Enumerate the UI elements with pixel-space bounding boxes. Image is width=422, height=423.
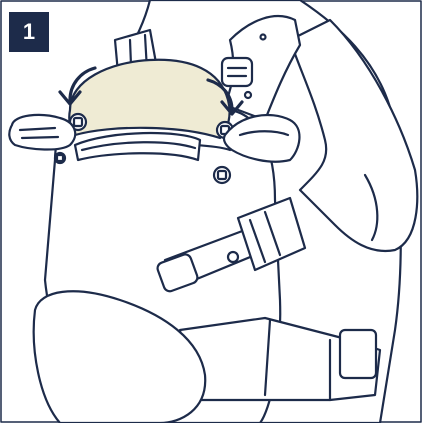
step-number: 1 xyxy=(23,19,35,45)
step-number-badge: 1 xyxy=(9,12,49,52)
belt-buckle xyxy=(340,330,376,378)
strap-ring xyxy=(228,252,238,262)
snap-button-body xyxy=(214,167,230,183)
hand-left xyxy=(9,115,75,150)
strap-snap-2 xyxy=(245,92,251,98)
snap-button-small-left xyxy=(55,153,65,163)
strap-snap xyxy=(261,35,266,40)
headrest xyxy=(69,60,229,138)
shoulder-buckle xyxy=(222,58,252,86)
